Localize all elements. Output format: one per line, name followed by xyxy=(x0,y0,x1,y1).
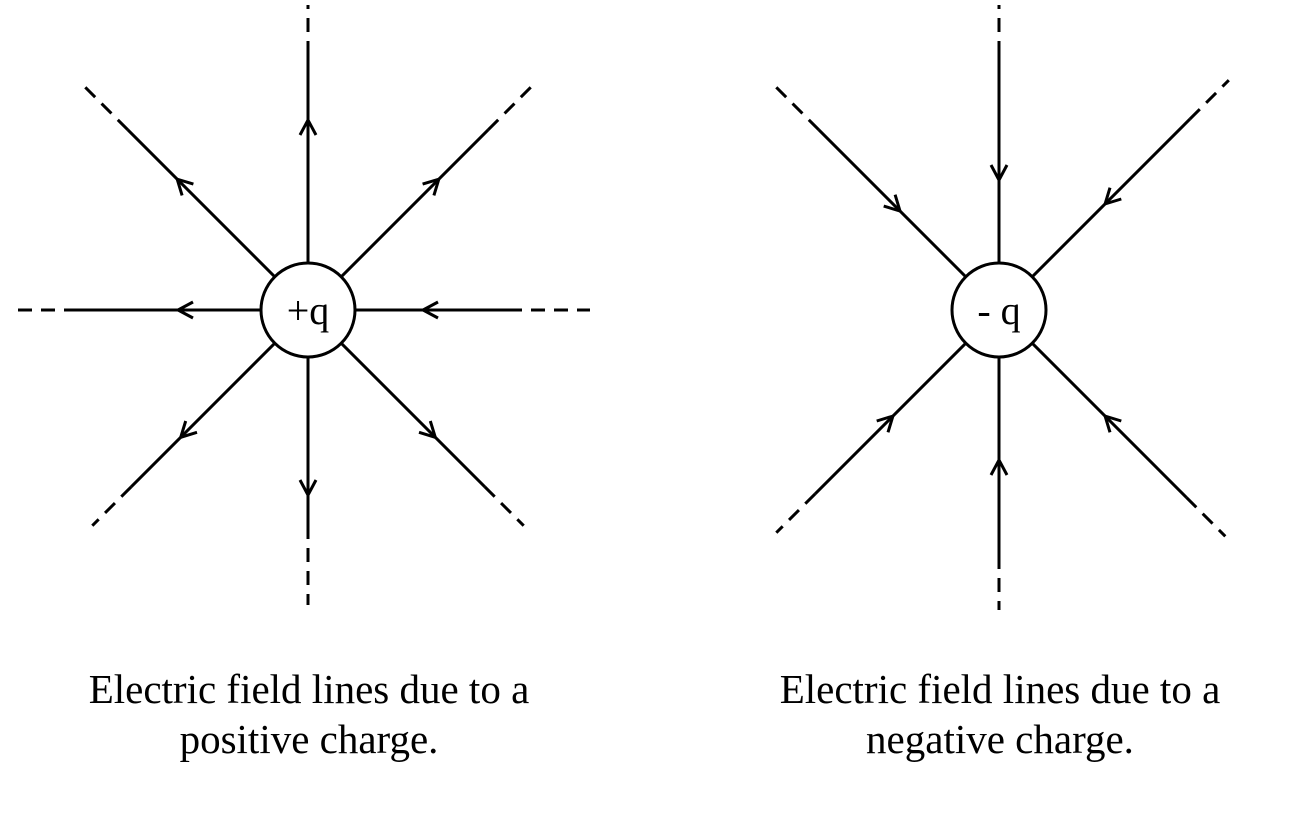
arrow-down-left-icon xyxy=(178,420,198,440)
field-line-down-left xyxy=(814,342,967,495)
arrow-down-icon xyxy=(298,479,318,499)
arrow-down-right-icon xyxy=(418,420,438,440)
positive-charge-circle xyxy=(259,261,357,359)
field-line-up-left xyxy=(126,128,276,278)
field-line-down-right xyxy=(340,342,486,488)
field-line-extension-down-right xyxy=(483,485,525,527)
field-line-extension-down-left xyxy=(91,485,133,527)
field-line-down-right xyxy=(1031,342,1188,499)
negative-charge-diagram: - q xyxy=(775,5,1230,610)
negative-charge-caption: Electric field lines due to a negative c… xyxy=(700,664,1294,764)
positive-charge-caption: Electric field lines due to a positive c… xyxy=(9,664,609,764)
field-line-down-left xyxy=(130,342,276,488)
field-line-up-right xyxy=(340,128,490,278)
arrow-right-icon xyxy=(419,300,439,320)
positive-charge-diagram: +q xyxy=(18,5,590,605)
arrow-up-right-icon xyxy=(1102,187,1122,207)
arrow-up-left-icon xyxy=(883,194,903,214)
field-line-extension-down-left xyxy=(775,492,817,534)
negative-charge-label: - q xyxy=(977,288,1020,333)
positive-charge-label: +q xyxy=(287,288,330,333)
field-line-extension-up-right xyxy=(1188,79,1230,121)
arrow-down-left-icon xyxy=(876,413,896,433)
arrow-left-icon xyxy=(174,300,194,320)
arrow-down-right-icon xyxy=(1102,413,1122,433)
field-line-extension-down-right xyxy=(1185,496,1227,538)
arrow-up-right-icon xyxy=(422,176,442,196)
positive-caption-line-2: positive charge. xyxy=(179,716,439,762)
negative-charge-circle xyxy=(950,261,1048,359)
arrow-up-icon xyxy=(989,164,1009,184)
negative-caption-line-1: Electric field lines due to a xyxy=(779,666,1221,712)
arrow-up-icon xyxy=(298,116,318,136)
negative-caption-line-2: negative charge. xyxy=(866,716,1134,762)
field-line-extension-up-left xyxy=(775,86,820,131)
arrow-down-icon xyxy=(989,456,1009,476)
field-line-extension-up-right xyxy=(487,86,532,131)
field-line-extension-up-left xyxy=(84,86,129,131)
positive-caption-line-1: Electric field lines due to a xyxy=(88,666,530,712)
field-line-up-right xyxy=(1031,118,1191,278)
arrow-up-left-icon xyxy=(174,176,194,196)
field-line-up-left xyxy=(817,128,967,278)
